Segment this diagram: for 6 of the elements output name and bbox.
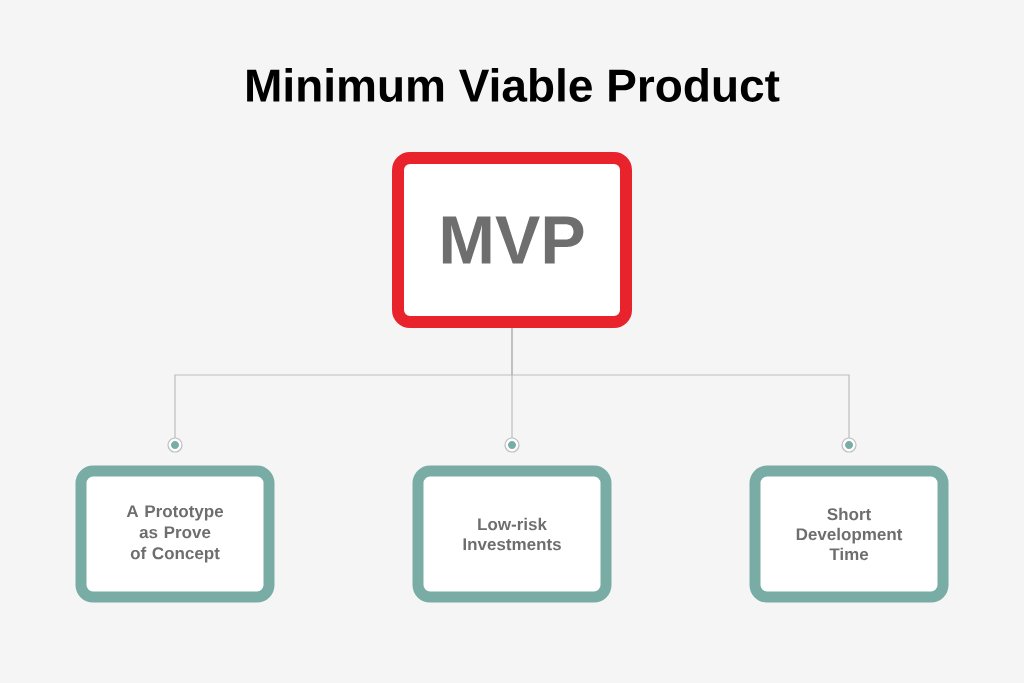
feature-box: A Prototype as Prove of Concept — [75, 465, 275, 603]
connector — [511, 327, 857, 453]
mvp-box: MVP — [392, 152, 632, 328]
feature-box: Short Development Time — [749, 465, 949, 603]
feature-box: Low-risk Investments — [412, 465, 612, 603]
title: Minimum Viable Product — [247, 68, 780, 102]
